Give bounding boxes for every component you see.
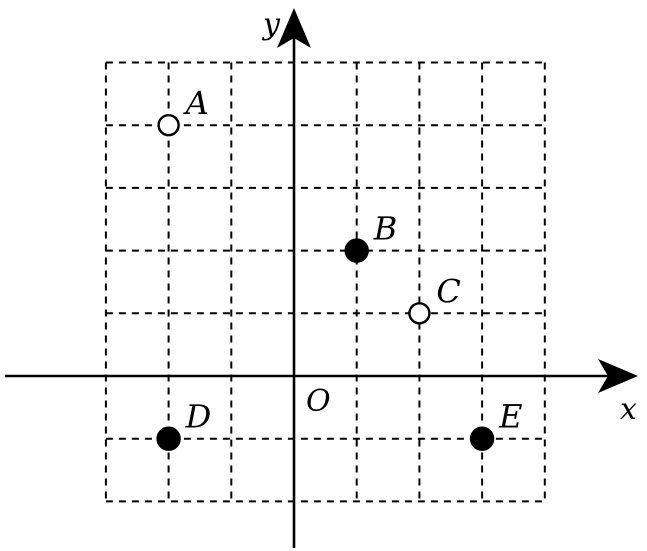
point-e: E <box>469 398 522 451</box>
point-c-marker <box>408 302 431 325</box>
x-axis: x <box>5 359 638 427</box>
point-e-label: E <box>498 398 522 436</box>
point-d: D <box>156 398 212 451</box>
x-axis-arrow-icon <box>598 359 638 393</box>
y-axis: y <box>261 7 311 548</box>
point-b: B <box>344 210 398 263</box>
point-b-marker <box>344 238 369 263</box>
point-a: A <box>157 84 209 137</box>
x-axis-label: x <box>620 392 637 427</box>
point-b-label: B <box>373 210 398 248</box>
point-c-label: C <box>436 272 460 310</box>
points-layer: A BC D E <box>156 84 522 451</box>
point-c: C <box>408 272 461 325</box>
point-d-label: D <box>185 398 212 436</box>
point-a-marker <box>157 113 180 137</box>
point-d-marker <box>156 426 181 451</box>
origin-label: O <box>306 384 331 419</box>
y-axis-arrow-icon <box>277 8 311 48</box>
point-a-label: A <box>183 84 209 122</box>
point-e-marker <box>469 426 495 451</box>
y-axis-label: y <box>261 7 281 42</box>
